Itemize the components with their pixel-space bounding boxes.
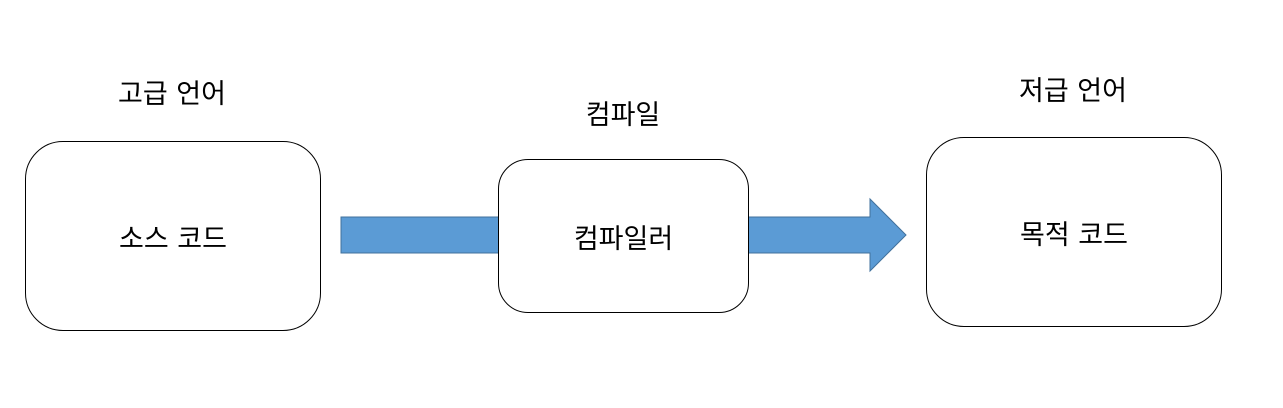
source-code-label: 소스 코드	[119, 223, 227, 255]
object-code-label: 목적 코드	[1020, 219, 1128, 251]
source-heading: 고급 언어	[118, 79, 226, 110]
source-code-box: 소스 코드	[25, 141, 321, 331]
process-heading: 컴파일	[585, 100, 661, 131]
compiler-box: 컴파일러	[498, 159, 749, 313]
compiler-label: 컴파일러	[573, 223, 674, 255]
target-heading: 저급 언어	[1019, 76, 1127, 107]
object-code-box: 목적 코드	[926, 137, 1222, 327]
